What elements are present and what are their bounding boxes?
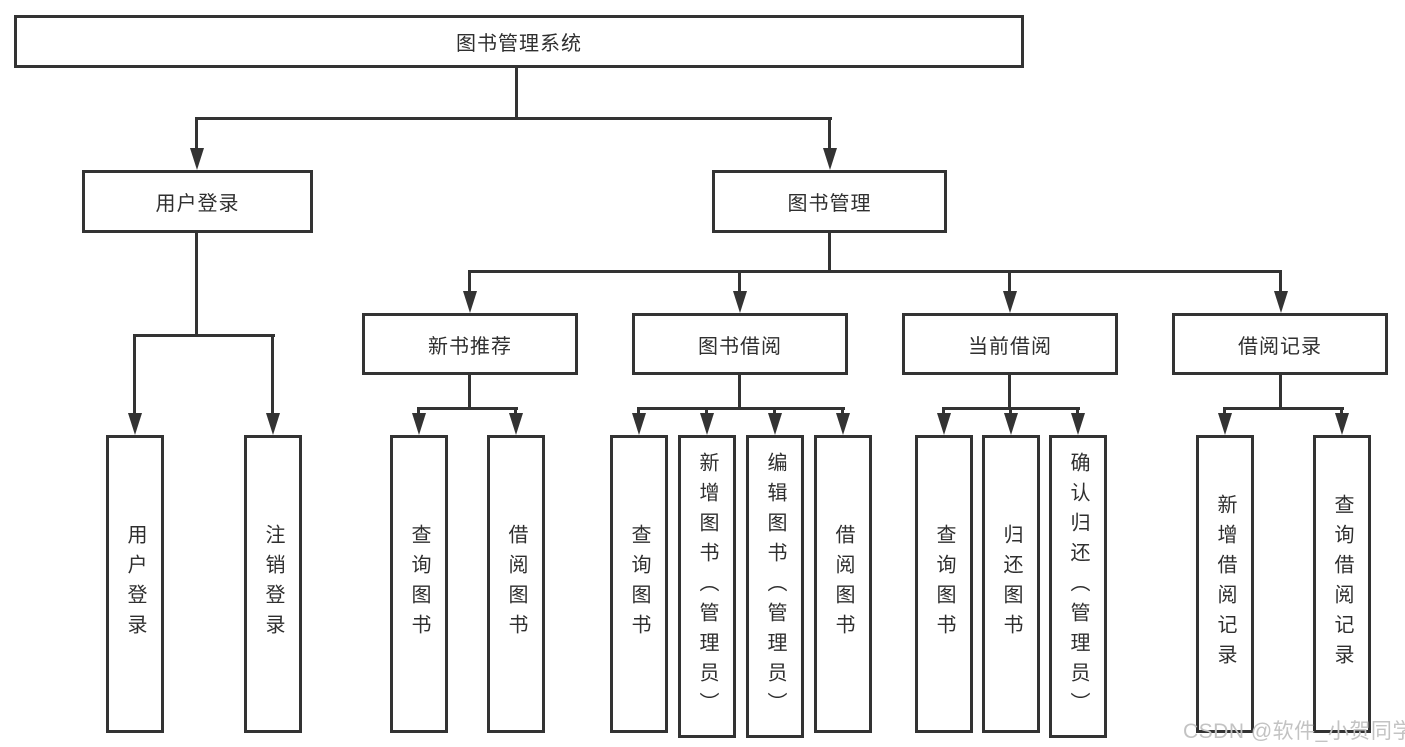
node-current-borrow: 当前借阅 <box>902 313 1118 375</box>
node-label: 确认归还（管理员） <box>1067 451 1089 722</box>
node-label: 查询借阅记录 <box>1331 494 1353 674</box>
arrowhead-icon <box>823 148 837 170</box>
connector-line <box>637 407 640 416</box>
node-label: 借阅图书 <box>505 524 527 644</box>
leaf-query-book-current: 查询图书 <box>915 435 973 733</box>
connector-line <box>417 407 518 410</box>
node-label: 图书借阅 <box>698 335 782 358</box>
arrowhead-icon <box>1335 413 1349 435</box>
connector-line <box>468 270 1282 273</box>
connector-line <box>515 68 518 118</box>
connector-line <box>195 117 198 152</box>
node-label: 查询图书 <box>628 524 650 644</box>
arrowhead-icon <box>768 413 782 435</box>
connector-line <box>1279 270 1282 293</box>
arrowhead-icon <box>412 413 426 435</box>
leaf-add-book-admin: 新增图书（管理员） <box>678 435 736 738</box>
node-label: 新书推荐 <box>428 335 512 358</box>
arrowhead-icon <box>1274 291 1288 313</box>
node-label: 注销登录 <box>262 524 284 644</box>
arrowhead-icon <box>632 413 646 435</box>
connector-line <box>1340 407 1343 416</box>
connector-line <box>195 233 198 337</box>
leaf-query-book-borrow: 查询图书 <box>610 435 668 733</box>
arrowhead-icon <box>1218 413 1232 435</box>
connector-line <box>195 117 832 120</box>
leaf-confirm-return-admin: 确认归还（管理员） <box>1049 435 1107 738</box>
node-label: 借阅记录 <box>1238 335 1322 358</box>
arrowhead-icon <box>836 413 850 435</box>
connector-line <box>1076 407 1079 416</box>
node-label: 查询图书 <box>933 524 955 644</box>
node-label: 图书管理系统 <box>456 33 582 55</box>
connector-line <box>468 375 471 410</box>
arrowhead-icon <box>266 413 280 435</box>
node-label: 借阅图书 <box>832 524 854 644</box>
node-label: 编辑图书（管理员） <box>764 451 786 722</box>
arrowhead-icon <box>1004 413 1018 435</box>
connector-line <box>773 407 776 416</box>
arrowhead-icon <box>733 291 747 313</box>
connector-line <box>828 117 831 152</box>
arrowhead-icon <box>937 413 951 435</box>
node-book-borrow: 图书借阅 <box>632 313 848 375</box>
connector-line <box>738 375 741 410</box>
leaf-borrow-book: 借阅图书 <box>814 435 872 733</box>
node-label: 用户登录 <box>155 193 240 215</box>
node-label: 新增借阅记录 <box>1214 494 1236 674</box>
arrowhead-icon <box>1003 291 1017 313</box>
arrowhead-icon <box>509 413 523 435</box>
leaf-query-book-recommend: 查询图书 <box>390 435 448 733</box>
node-new-book-recommend: 新书推荐 <box>362 313 578 375</box>
node-label: 用户登录 <box>124 524 146 644</box>
connector-line <box>705 407 708 416</box>
arrowhead-icon <box>463 291 477 313</box>
connector-line <box>828 233 831 273</box>
leaf-logout: 注销登录 <box>244 435 302 733</box>
leaf-add-borrow-record: 新增借阅记录 <box>1196 435 1254 733</box>
connector-line <box>841 407 844 416</box>
leaf-borrow-book-recommend: 借阅图书 <box>487 435 545 733</box>
connector-line <box>942 407 945 416</box>
node-root-library-management-system: 图书管理系统 <box>14 15 1024 68</box>
leaf-user-login: 用户登录 <box>106 435 164 733</box>
node-label: 查询图书 <box>408 524 430 644</box>
connector-line <box>514 407 517 416</box>
connector-line <box>271 334 274 415</box>
leaf-return-book: 归还图书 <box>982 435 1040 733</box>
node-user-login: 用户登录 <box>82 170 313 233</box>
node-label: 当前借阅 <box>968 335 1052 358</box>
leaf-query-borrow-record: 查询借阅记录 <box>1313 435 1371 733</box>
connector-line <box>637 407 845 410</box>
connector-line <box>133 334 136 415</box>
leaf-edit-book-admin: 编辑图书（管理员） <box>746 435 804 738</box>
node-borrow-record: 借阅记录 <box>1172 313 1388 375</box>
connector-line <box>1008 375 1011 410</box>
connector-line <box>738 270 741 293</box>
node-label: 新增图书（管理员） <box>696 451 718 722</box>
connector-line <box>1223 407 1344 410</box>
node-book-management: 图书管理 <box>712 170 947 233</box>
csdn-watermark: CSDN @软件_小贺同学 <box>1183 720 1405 743</box>
connector-line <box>133 334 275 337</box>
arrowhead-icon <box>128 413 142 435</box>
connector-line <box>1223 407 1226 416</box>
node-label: 图书管理 <box>787 193 872 215</box>
connector-line <box>1009 407 1012 416</box>
connector-line <box>1008 270 1011 293</box>
connector-line <box>417 407 420 416</box>
connector-line <box>468 270 471 293</box>
node-label: 归还图书 <box>1000 524 1022 644</box>
connector-line <box>1279 375 1282 410</box>
arrowhead-icon <box>190 148 204 170</box>
arrowhead-icon <box>700 413 714 435</box>
arrowhead-icon <box>1071 413 1085 435</box>
